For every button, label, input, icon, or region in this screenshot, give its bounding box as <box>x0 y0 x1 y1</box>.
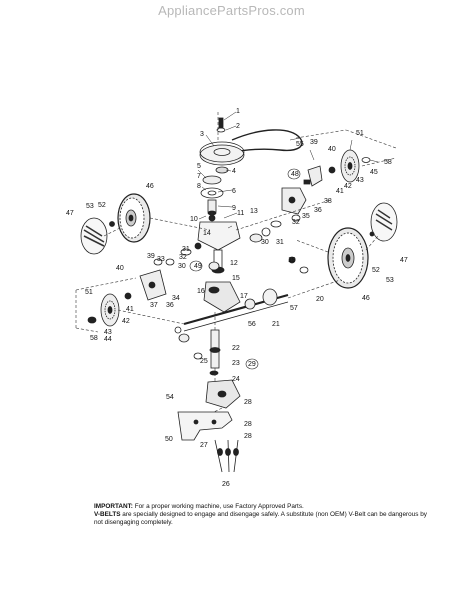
callout-50: 50 <box>165 436 173 443</box>
callout-7: 7 <box>197 173 201 180</box>
callout-14: 14 <box>203 230 211 237</box>
callout-43b: 43 <box>104 329 112 336</box>
callout-25: 25 <box>200 358 208 365</box>
callout-10: 10 <box>190 216 198 223</box>
callout-40b: 40 <box>116 265 124 272</box>
callout-46: 46 <box>146 183 154 190</box>
callout-52b: 52 <box>372 267 380 274</box>
callout-32: 32 <box>292 219 300 226</box>
callout-15: 15 <box>232 275 240 282</box>
bottom-bracket <box>177 411 239 473</box>
callout-9: 9 <box>232 205 236 212</box>
callout-37: 37 <box>150 302 158 309</box>
callout-31: 31 <box>276 239 284 246</box>
callout-36: 36 <box>314 207 322 214</box>
callout-6: 6 <box>232 188 236 195</box>
lower-gearbox <box>205 329 241 409</box>
callout-28a: 28 <box>244 399 252 406</box>
callout-11: 11 <box>237 210 244 217</box>
callout-57: 57 <box>290 305 298 312</box>
callout-2: 2 <box>236 123 240 130</box>
left-drive-gear <box>87 258 175 327</box>
callout-43: 43 <box>356 177 364 184</box>
callout-54: 54 <box>166 394 174 401</box>
callout-16: 16 <box>197 288 205 295</box>
callout-30b: 30 <box>178 263 186 270</box>
callout-51: 51 <box>356 130 364 137</box>
callout-40: 40 <box>328 146 336 153</box>
callout-49: 49 <box>194 263 202 270</box>
callout-38: 38 <box>324 198 332 205</box>
callout-28b: 28 <box>244 421 252 428</box>
callout-47: 47 <box>66 210 74 217</box>
callout-17: 17 <box>240 293 248 300</box>
alignment-lines <box>75 110 397 413</box>
callout-1: 1 <box>236 108 240 115</box>
side-bushings <box>174 214 309 360</box>
left-hubcap <box>80 217 115 255</box>
callout-12: 12 <box>230 260 238 267</box>
callout-23: 23 <box>232 360 240 367</box>
important-note: IMPORTANT: For a proper working machine,… <box>94 503 434 527</box>
callout-34: 34 <box>172 295 180 302</box>
callout-26: 26 <box>222 481 230 488</box>
callout-44: 44 <box>104 336 112 343</box>
right-hubcap <box>369 202 398 242</box>
callout-29: 29 <box>248 361 256 368</box>
site-title: AppliancePartsPros.com <box>158 3 305 18</box>
callout-46b: 46 <box>362 295 370 302</box>
important-label: IMPORTANT: <box>94 503 133 510</box>
callout-4: 4 <box>232 168 236 175</box>
vbelts-label: V-BELTS <box>94 511 121 518</box>
left-wheel <box>117 193 151 243</box>
callout-27: 27 <box>200 442 208 449</box>
leader-lines <box>197 111 379 229</box>
callout-30: 30 <box>261 239 269 246</box>
callout-20: 20 <box>316 296 324 303</box>
callout-41: 41 <box>336 188 344 195</box>
callout-24: 24 <box>232 376 240 383</box>
callout-42: 42 <box>344 183 352 190</box>
callout-45: 45 <box>370 169 378 176</box>
callout-28c: 28 <box>244 433 252 440</box>
right-wheel <box>327 227 369 289</box>
callout-8: 8 <box>197 183 201 190</box>
callout-52: 52 <box>98 202 106 209</box>
callout-56: 56 <box>248 321 256 328</box>
callout-39: 39 <box>310 139 318 146</box>
callout-36b: 36 <box>166 302 174 309</box>
callout-21: 21 <box>272 321 280 328</box>
callout-58b: 58 <box>90 335 98 342</box>
important-text: For a proper working machine, use Factor… <box>134 503 304 510</box>
callout-31b: 31 <box>182 246 190 253</box>
callout-5: 5 <box>197 163 201 170</box>
top-pulley <box>199 117 245 216</box>
callout-55: 55 <box>296 141 304 148</box>
callout-51b: 51 <box>85 289 93 296</box>
callout-53b: 53 <box>386 277 394 284</box>
callout-33: 33 <box>157 256 165 263</box>
vbelts-text: are specially designed to engage and dis… <box>94 511 427 526</box>
callout-47b: 47 <box>400 257 408 264</box>
v-belt <box>231 129 303 153</box>
callout-53: 53 <box>86 203 94 210</box>
callout-58: 58 <box>384 159 392 166</box>
right-drive-gear <box>281 149 371 222</box>
callout-19: 19 <box>288 257 296 264</box>
callout-3: 3 <box>200 131 204 138</box>
callout-42b: 42 <box>122 318 130 325</box>
callout-35: 35 <box>302 213 310 220</box>
callout-22: 22 <box>232 345 240 352</box>
callout-32b: 32 <box>179 254 187 261</box>
callout-13: 13 <box>250 208 258 215</box>
callout-41b: 41 <box>126 306 134 313</box>
gear-case <box>197 221 241 313</box>
main-axle <box>183 288 289 332</box>
callout-39b: 39 <box>147 253 155 260</box>
callout-48: 48 <box>291 171 299 178</box>
